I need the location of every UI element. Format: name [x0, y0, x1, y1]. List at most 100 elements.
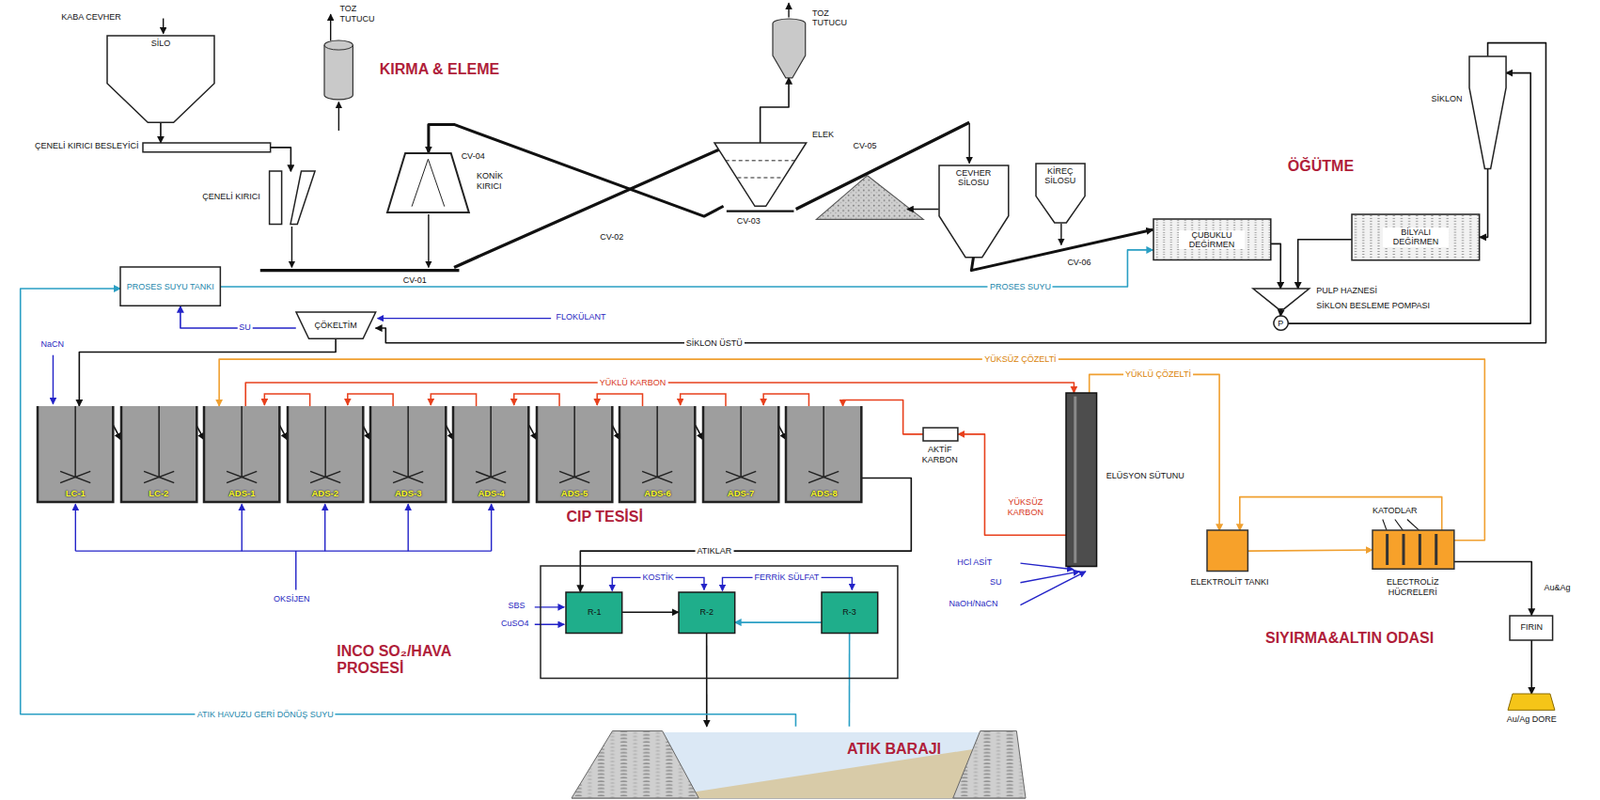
silo: SİLO — [107, 35, 215, 123]
edge-label: YÜKSÜZ ÇÖZELTİ — [982, 354, 1058, 364]
flow-connector — [735, 621, 822, 624]
annotation: NaOH/NaCN — [948, 598, 998, 609]
node-label: SİLO — [151, 38, 172, 48]
node-label: PULP HAZNESİ — [1316, 285, 1398, 296]
node-label: ADS-4 — [477, 488, 505, 500]
leach-tank: ADS-8 — [785, 406, 862, 502]
shape-outline — [143, 406, 174, 484]
flow-connector — [1089, 374, 1220, 531]
elution-column: ELÜSYON SÜTUNU — [1066, 392, 1098, 567]
shape-outline — [540, 565, 898, 678]
label-holder: R-3 — [821, 592, 879, 633]
dust-collector: TOZ TUTUCU — [324, 40, 353, 100]
node-label: Au/Ag DORE — [1505, 714, 1557, 724]
reactor: R-3 — [821, 592, 879, 633]
reagent-arrow — [534, 606, 565, 608]
node-label: ELEKTROLİT TANKI — [1162, 577, 1296, 587]
node-label: PROSES SUYU TANKI — [126, 282, 215, 292]
shape-outline — [37, 406, 113, 502]
label-holder: ÇÖKELTİM — [296, 312, 377, 339]
flow-connector — [1279, 309, 1282, 317]
shape-outline — [387, 153, 470, 213]
node-label: KİREÇ SİLOSU — [1039, 166, 1081, 187]
edge-label: Au&Ag — [1541, 582, 1572, 593]
reagent-arrow — [52, 355, 54, 405]
carbon-transfer — [264, 393, 809, 407]
shape-outline — [1509, 615, 1553, 641]
shape-outline — [107, 35, 215, 123]
shape-outline — [1387, 534, 1437, 566]
shape-outline — [120, 266, 220, 306]
node-shape — [785, 406, 862, 502]
edge-label: YÜKLÜ KARBON — [597, 377, 669, 388]
screen: ELEK — [714, 142, 807, 206]
node-shape — [37, 406, 113, 502]
flow-connector — [219, 359, 1485, 541]
flow-connector — [1270, 243, 1281, 289]
node-label: R-3 — [842, 607, 857, 617]
label-holder: ÇUBUKLU DEĞİRMEN — [1153, 219, 1271, 260]
edge-label: YÜKSÜZ KARBON — [993, 497, 1057, 518]
silo: KİREÇ SİLOSU — [1035, 163, 1085, 223]
node-shape — [619, 406, 695, 502]
node-label: ADS-6 — [643, 488, 672, 500]
label-holder: ADS-7 — [703, 406, 779, 502]
annotation: FLOKÜLANT — [556, 312, 607, 322]
node-shape — [387, 153, 470, 213]
shape-outline — [370, 406, 446, 502]
flow-arrow — [163, 2, 1062, 267]
node-label: AKTİF KARBON — [910, 444, 969, 465]
leader-line — [1382, 518, 1420, 531]
section-title: KIRMA & ELEME — [379, 61, 500, 79]
annotation: KABA CEVHER — [61, 12, 122, 22]
flow-arrow — [427, 214, 429, 267]
carbon-transfer — [763, 393, 809, 407]
label-holder: LC-1 — [37, 406, 113, 502]
process-box: AKTİF KARBON — [923, 427, 958, 441]
annotation: SBS — [508, 600, 526, 611]
node-shape — [203, 406, 280, 502]
leach-tank: ADS-1 — [203, 406, 280, 502]
dore-bar: Au/Ag DORE — [1507, 693, 1555, 710]
label-holder: PROSES SUYU TANKI — [120, 266, 220, 306]
shape-outline — [559, 406, 590, 484]
node-label: SİKLON — [1406, 94, 1463, 104]
node-shape — [1507, 693, 1555, 710]
annotation: CV-03 — [737, 216, 761, 226]
flow-connector — [20, 288, 797, 727]
node-label: ÇENELİ KIRICI — [153, 191, 261, 202]
leach-tank: LC-1 — [37, 406, 113, 502]
flow-arrow — [329, 14, 331, 41]
shape-outline — [60, 406, 91, 484]
flow-arrow — [162, 18, 164, 34]
node-label: ATIK BARAJI — [847, 740, 962, 758]
shape-outline — [412, 158, 446, 206]
shape-outline — [1153, 219, 1271, 260]
shape-outline — [808, 406, 839, 484]
node-label: ELECTROLİZ HÜCRELERİ — [1374, 577, 1451, 597]
node-shape — [1066, 392, 1098, 567]
silo: CEVHER SİLOSU — [939, 165, 1009, 258]
reactor: R-1 — [565, 592, 623, 633]
label-holder: ADS-6 — [619, 406, 695, 502]
node-label: INCO SO₂/HAVA PROSESİ — [336, 643, 505, 678]
reactor: R-2 — [678, 592, 736, 633]
reagent-arrow — [324, 503, 326, 551]
leach-tank: ADS-6 — [619, 406, 695, 502]
node-label: ADS-8 — [810, 488, 838, 500]
shape-outline — [1273, 315, 1288, 330]
conveyor-belt — [726, 210, 795, 213]
shape-outline — [1207, 530, 1248, 571]
carbon-transfer — [430, 393, 476, 407]
cyclone: SİKLON — [1469, 56, 1506, 169]
conveyor-belt — [260, 122, 970, 270]
pulp-sump: PULP HAZNESİ — [1253, 288, 1310, 310]
node-label: ADS-2 — [311, 488, 339, 500]
process-box: FIRIN — [1509, 615, 1553, 641]
label-holder: ADS-2 — [287, 406, 363, 502]
reagent-arrow — [490, 503, 492, 551]
label-holder: LC-2 — [121, 406, 197, 502]
node-label: SİKLON BESLEME POMPASI — [1316, 300, 1470, 311]
